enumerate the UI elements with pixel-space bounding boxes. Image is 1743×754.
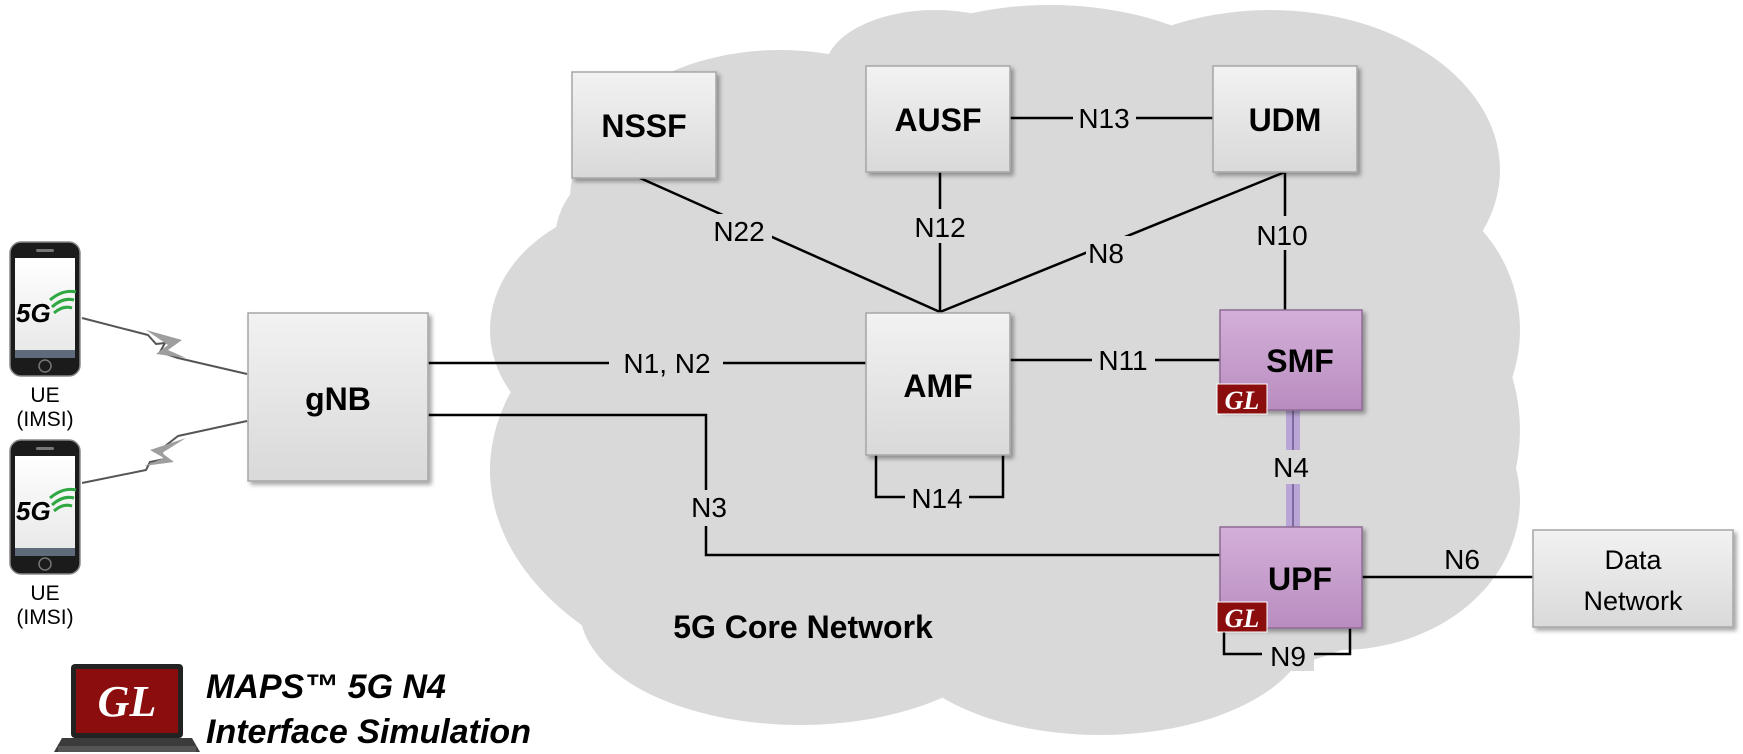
node-gnb-label: gNB: [305, 381, 371, 417]
label-n9: N9: [1270, 641, 1306, 672]
smf-gl-badge-text: GL: [1225, 386, 1260, 415]
node-udm: [1212, 65, 1358, 173]
label-n6: N6: [1444, 544, 1480, 575]
signal-waves-icon: [49, 487, 77, 513]
node-data-network: [1532, 529, 1734, 628]
wireless-link-2: [81, 420, 248, 484]
node-smf-label: SMF: [1266, 343, 1334, 379]
lightning-icon: [146, 330, 186, 358]
node-amf: [865, 312, 1011, 456]
node-data-network-line1: Data: [1604, 545, 1662, 575]
wireless-links: [81, 317, 248, 484]
wireless-link-1: [81, 317, 248, 375]
ue1-label-line2: (IMSI): [16, 408, 73, 431]
signal-waves-icon: [49, 289, 77, 315]
label-n13: N13: [1078, 103, 1129, 134]
product-title-line2: Interface Simulation: [206, 713, 531, 751]
node-upf-label: UPF: [1268, 561, 1332, 597]
node-gnb: [247, 312, 429, 482]
label-n14: N14: [911, 483, 962, 514]
upf-gl-badge: GL: [1216, 601, 1268, 633]
interface-labels: N1, N2 N13 N11 N10 N12 N22 N8 N3 N14 N9 …: [623, 103, 1479, 672]
node-data-network-line2: Network: [1583, 586, 1683, 616]
node-ausf: [865, 65, 1011, 173]
link-n22: [639, 176, 941, 314]
link-label-backgrounds: [609, 101, 1316, 671]
ue2-label-line1: UE: [30, 582, 59, 605]
cloud-label: 5G Core Network: [673, 609, 933, 645]
node-ausf-label: AUSF: [894, 102, 981, 138]
gl-laptop-logo: GL: [54, 664, 200, 752]
smf-gl-badge: GL: [1216, 383, 1268, 415]
node-smf: [1219, 309, 1363, 411]
label-n22: N22: [713, 216, 764, 247]
label-n12: N12: [914, 212, 965, 243]
label-n1n2: N1, N2: [623, 348, 710, 379]
ue2-5g-badge: 5G: [16, 496, 51, 526]
label-n10: N10: [1256, 220, 1307, 251]
label-n4: N4: [1273, 452, 1309, 483]
label-n11: N11: [1098, 345, 1147, 376]
node-nssf: [571, 71, 717, 179]
ue-phone-1: 5G: [9, 241, 81, 377]
ue-phone-2: 5G: [9, 439, 81, 575]
node-udm-label: UDM: [1249, 102, 1322, 138]
ue1-label-line1: UE: [30, 384, 59, 407]
ue1-5g-badge: 5G: [16, 298, 51, 328]
lightning-icon: [144, 438, 186, 466]
product-title-line1: MAPS™ 5G N4: [206, 668, 446, 706]
label-n8: N8: [1088, 238, 1124, 269]
upf-gl-badge-text: GL: [1225, 604, 1260, 633]
node-amf-label: AMF: [903, 368, 972, 404]
link-n3: [428, 413, 1220, 557]
gl-laptop-logo-text: GL: [98, 677, 157, 726]
ue2-label-line2: (IMSI): [16, 606, 73, 629]
label-n3: N3: [691, 492, 727, 523]
node-nssf-label: NSSF: [601, 108, 686, 144]
